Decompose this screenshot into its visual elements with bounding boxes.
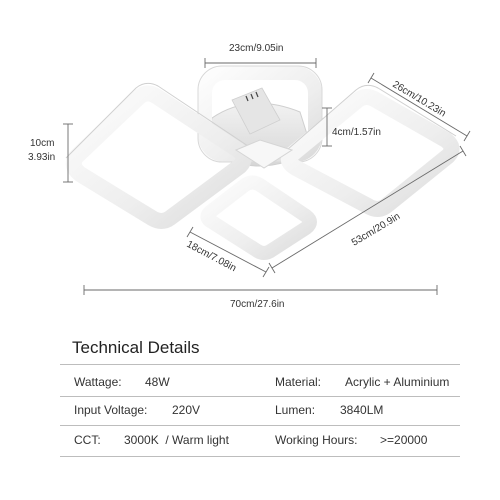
dim-small-square: 18cm/7.08in xyxy=(185,239,238,274)
spec-label: Input Voltage: xyxy=(74,403,148,417)
divider xyxy=(60,456,460,457)
lamp-bottom-square xyxy=(200,175,317,260)
dimension-lines xyxy=(63,58,471,295)
spec-row: Wattage: 48W Material: Acrylic + Alumini… xyxy=(0,375,500,395)
dim-total-width: 70cm/27.6in xyxy=(230,299,284,310)
spec-value: Acrylic + Aluminium xyxy=(345,375,450,389)
divider xyxy=(60,364,460,365)
specs-title: Technical Details xyxy=(72,338,200,357)
spec-value: >=20000 xyxy=(380,433,428,447)
spec-row: Input Voltage: 220V Lumen: 3840LM xyxy=(0,403,500,423)
technical-details: Technical Details Wattage: 48W Material:… xyxy=(0,330,500,500)
spec-label: Material: xyxy=(275,375,322,389)
spec-label: Wattage: xyxy=(74,375,122,389)
lamp-right-wing xyxy=(279,84,460,217)
spec-value: 3840LM xyxy=(340,403,384,417)
dim-height-cm: 10cm xyxy=(30,138,54,149)
dim-height-in: 3.93in xyxy=(28,152,55,163)
spec-row: CCT: 3000K / Warm light Working Hours: >… xyxy=(0,433,500,453)
spec-label: Lumen: xyxy=(275,403,316,417)
dim-top-width: 23cm/9.05in xyxy=(229,43,283,54)
divider xyxy=(60,425,460,426)
lamp-left-wing xyxy=(65,82,252,229)
lamp-center-connector xyxy=(234,139,294,169)
dim-base-height: 4cm/1.57in xyxy=(332,127,381,138)
spec-value: 3000K / Warm light xyxy=(124,433,229,447)
spec-label: CCT: xyxy=(74,433,101,447)
spec-value: 220V xyxy=(172,403,201,417)
divider xyxy=(60,396,460,397)
product-dimension-drawing: 23cm/9.05in 26cm/10.23in 10cm 3.93in 4cm… xyxy=(28,43,471,310)
spec-label: Working Hours: xyxy=(275,433,358,447)
spec-value: 48W xyxy=(145,375,170,389)
